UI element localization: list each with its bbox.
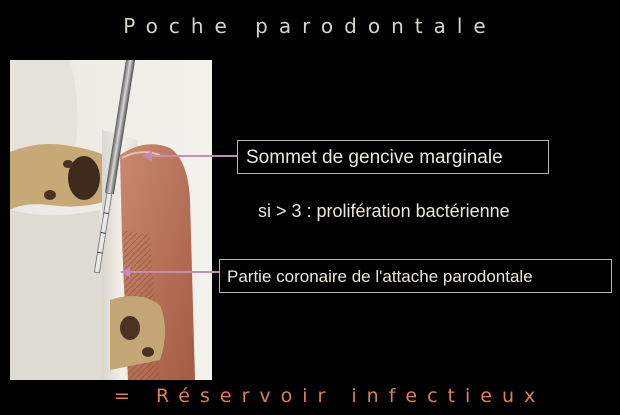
label-sommet-text: Sommet de gencive marginale bbox=[246, 147, 503, 168]
bone-defect-shape bbox=[68, 156, 100, 200]
root-area-shape bbox=[10, 210, 110, 380]
bone-cavity-shape bbox=[120, 316, 140, 340]
footer-conclusion: = Réservoir infectieux bbox=[114, 385, 545, 407]
bone-cavity-shape bbox=[142, 347, 154, 357]
bacterial-proliferation-note: si > 3 : prolifération bactérienne bbox=[258, 201, 510, 222]
label-sommet-gencive: Sommet de gencive marginale bbox=[237, 140, 549, 174]
bone-cavity-shape bbox=[44, 190, 56, 200]
slide-title: Poche parodontale bbox=[0, 14, 620, 38]
bone-cavity-shape bbox=[63, 160, 73, 168]
label-partie-coronaire: Partie coronaire de l'attache parodontal… bbox=[219, 259, 612, 293]
periodontal-pocket-illustration bbox=[10, 60, 212, 380]
label-partie-text: Partie coronaire de l'attache parodontal… bbox=[227, 267, 533, 286]
